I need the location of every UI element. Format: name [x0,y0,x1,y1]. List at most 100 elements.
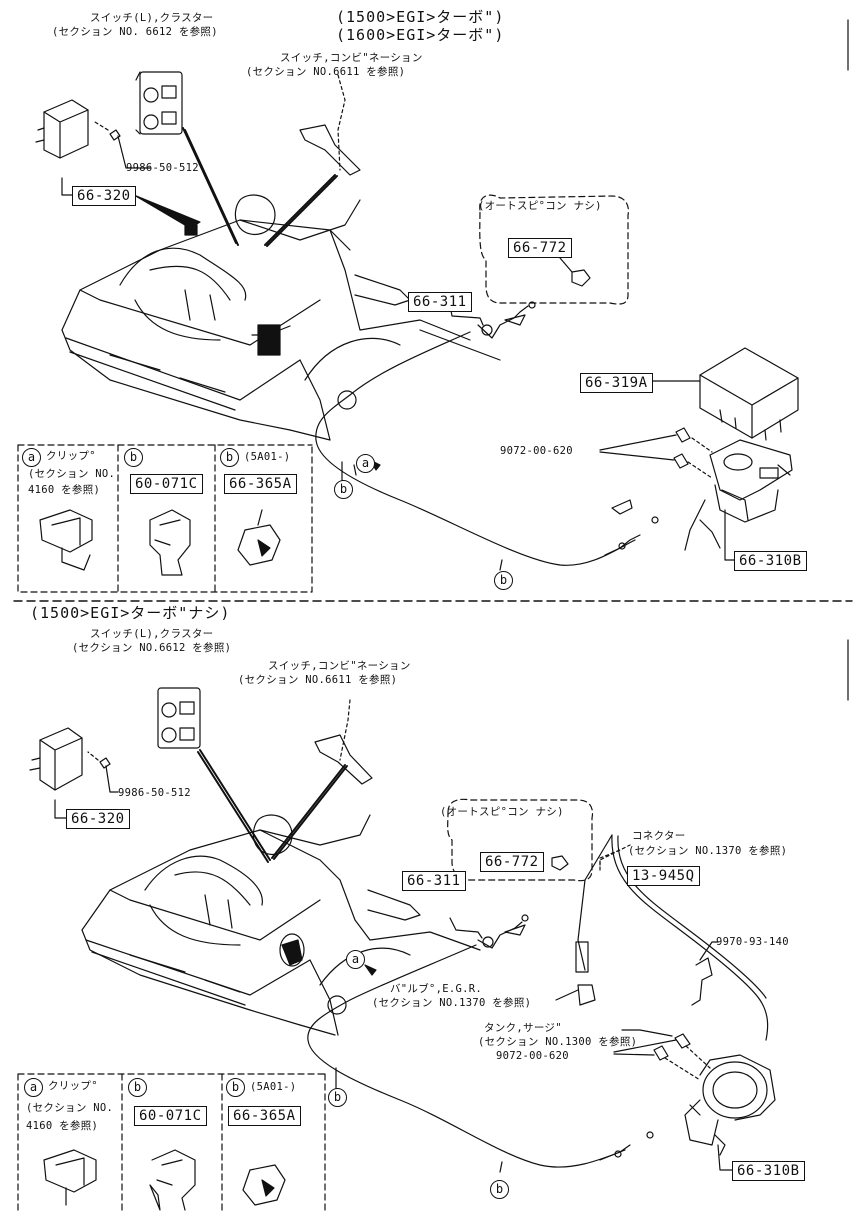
auto-speed-box-upper [479,194,630,305]
screw-lower-2 [653,1045,669,1061]
leader-screw-lower [613,1039,677,1056]
lower-tank-label: タンク,サージ" [484,1022,562,1034]
module-upper [699,347,799,441]
actuator-upper [684,439,793,551]
upper-unit-part-number: 66-320 [72,186,136,206]
upper-inset-a-title: クリップ° [46,450,96,462]
leader-screw-upper [599,434,677,461]
leader-switch-combo [264,174,338,247]
upper-inset-b-part-number: 60-071C [130,474,203,494]
upper-auto-speed-label: (オートスピ°コン ナシ) [478,200,602,212]
upper-bolt-part-number: 9986-50-512 [126,162,199,174]
lower-clip-part-number: 9970-93-140 [716,936,789,948]
upper-callout-a: a [356,454,375,473]
lower-switch-l-label: スイッチ(L),クラスター [90,628,214,640]
upper-actuator-part-number: 66-310B [734,551,807,571]
upper-inset-b-marker: b [124,448,143,467]
upper-callout-b-bottom: b [494,571,513,590]
screw-upper-2 [673,453,689,469]
leader-b1-upper [353,464,357,476]
upper-inset-a-marker: a [22,448,41,467]
switch-cluster-upper [135,71,183,135]
lower-cable-part-number: 66-311 [402,871,466,891]
leader-switch-l [182,127,239,246]
screw-upper-1 [675,427,691,443]
lower-switch-l-ref: (セクション NO.6612 を参照) [72,642,232,654]
upper-inset-b2-marker: b [220,448,239,467]
lower-switch-combo-label: スイッチ,コンビ"ネーション [268,660,411,672]
lower-callout-b-left: b [328,1088,347,1107]
throttle-cable-upper [315,301,659,566]
lower-car-body [81,734,481,1036]
upper-inset-b2-note: (5A01-) [244,451,291,463]
lower-switch-combo-ref: (セクション NO.6611 を参照) [238,674,398,686]
lower-inset-b2-note: (5A01-) [250,1081,297,1093]
screw-lower-1 [674,1033,691,1049]
retainer-drawing-upper [149,509,191,576]
actuator-lower [684,1054,776,1156]
lower-inset-b-marker: b [128,1078,147,1097]
lower-valve-label: バ"ルブ°,E.G.R. [390,983,482,995]
lower-inset-a-title: クリップ° [48,1080,98,1092]
lower-inset-a-ref2: 4160 を参照) [26,1120,99,1132]
leader-actuator-upper [724,509,736,561]
upper-header-1600: (1600>EGI>ターボ") [336,26,505,44]
lower-inset-box [17,1073,326,1211]
hose-lower [575,834,769,1041]
bolt-lower [99,757,111,769]
upper-header-1500: (1500>EGI>ターボ") [336,8,505,26]
retainer-drawing-lower [149,1149,196,1211]
leader-switch-combo-lower [271,764,348,860]
lower-screw-part-number: 9072-00-620 [496,1050,569,1062]
lower-inset-b2-marker: b [226,1078,245,1097]
leader-switch-l-lower [197,749,271,863]
upper-switch-combo-ref: (セクション NO.6611 を参照) [246,66,406,78]
upper-module-part-number: 66-319A [580,373,653,393]
lower-inset-b2-part-number: 66-365A [228,1106,301,1126]
upper-inset-box [17,444,313,593]
upper-switch-combo-label: スイッチ,コンビ"ネーション [280,52,423,64]
lower-inset-a-marker: a [24,1078,43,1097]
clip-drawing-upper [39,509,93,571]
lower-valve-ref: (セクション NO.1370 を参照) [372,997,532,1009]
lower-header: (1500>EGI>ターボ"ナシ) [30,604,231,622]
lower-connector-label: コネクター [632,830,686,842]
leader-unit-66-320 [133,194,201,229]
nut-lower [551,855,569,871]
control-unit-upper [35,99,89,159]
lower-inset-b-part-number: 60-071C [134,1106,207,1126]
leader-connector-lower [599,844,631,866]
lower-connector-ref: (セクション NO.1370 を参照) [628,845,788,857]
lower-inset-a-ref1: (セクション NO. [26,1102,114,1114]
leader-combo-dashed [337,74,346,171]
upper-nut-part-number: 66-772 [508,238,572,258]
throttle-cable-lower [307,914,654,1168]
upper-inset-a-ref2: 4160 を参照) [28,484,101,496]
upper-inset-b2-part-number: 66-365A [224,474,297,494]
clip-drawing-lower [43,1149,97,1206]
lower-callout-b-bottom: b [490,1180,509,1199]
nut-upper [571,269,591,287]
lower-auto-speed-label: (オートスピ°コン ナシ) [440,806,564,818]
lower-bolt-part-number: 9986-50-512 [118,787,191,799]
upper-switch-l-ref: (セクション NO. 6612 を参照) [52,26,218,38]
upper-screw-part-number: 9072-00-620 [500,445,573,457]
upper-callout-b-left: b [334,480,353,499]
lower-unit-part-number: 66-320 [66,809,130,829]
bushing-drawing-upper [237,509,281,566]
lower-callout-a: a [346,950,365,969]
hose-clip-lower [691,957,713,1006]
lower-hose-part-number: 13-945Q [627,866,700,886]
lower-tank-ref: (セクション NO.1300 を参照) [478,1036,638,1048]
leader-actuator-lower [717,1144,733,1171]
lower-actuator-part-number: 66-310B [732,1161,805,1181]
switch-cluster-lower [157,687,201,749]
bushing-drawing-lower [242,1164,286,1206]
control-unit-lower [29,727,83,791]
leader-bolt-upper [117,135,151,169]
upper-inset-a-ref1: (セクション NO. [28,468,116,480]
auto-speed-box-lower [447,798,594,882]
upper-switch-l-label: スイッチ(L),クラスター [90,12,214,24]
